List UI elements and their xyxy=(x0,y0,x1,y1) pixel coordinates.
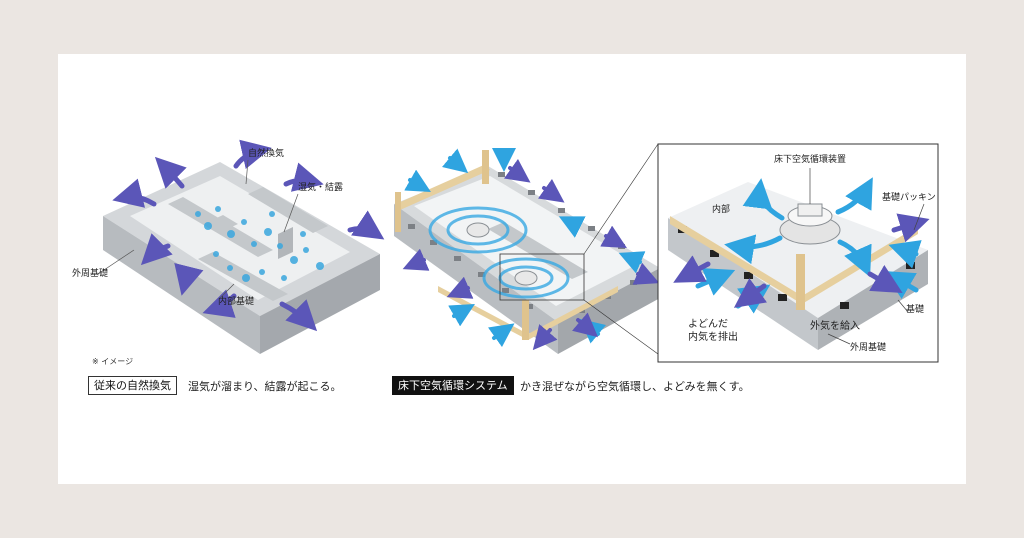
label-device: 床下空気循環装置 xyxy=(774,155,847,165)
conventional-foundation xyxy=(97,139,385,354)
caption-system-title: 床下空気循環システム xyxy=(392,376,514,395)
caption-conventional-title: 従来の自然換気 xyxy=(88,376,177,395)
diagram-card: 自然換気 湿気・結露 外周基礎 内部基礎 ※ イメージ 床下空気循環装置 内部 … xyxy=(58,54,966,484)
label-natural-ventilation: 自然換気 xyxy=(248,149,285,159)
circulation-foundation xyxy=(394,143,660,355)
illustration xyxy=(97,139,939,363)
label-inner: 内部 xyxy=(712,205,731,215)
caption-conventional-text: 湿気が溜まり、結露が起こる。 xyxy=(188,380,342,393)
caption-system-text: かき混ぜながら空気循環し、よどみを無くす。 xyxy=(520,380,750,393)
label-foundation-packing: 基礎パッキン xyxy=(882,193,936,203)
label-intake: 外気を給入 xyxy=(810,321,860,332)
inset-detail xyxy=(657,143,939,363)
label-inner-foundation: 内部基礎 xyxy=(218,297,255,307)
label-outer-foundation-inset: 外周基礎 xyxy=(850,343,887,353)
image-note: ※ イメージ xyxy=(92,357,134,366)
label-outer-foundation-left: 外周基礎 xyxy=(72,269,109,279)
label-humidity-condensation: 湿気・結露 xyxy=(298,183,344,193)
label-foundation: 基礎 xyxy=(906,305,925,315)
label-exhaust: よどんだ 内気を排出 xyxy=(688,319,738,343)
